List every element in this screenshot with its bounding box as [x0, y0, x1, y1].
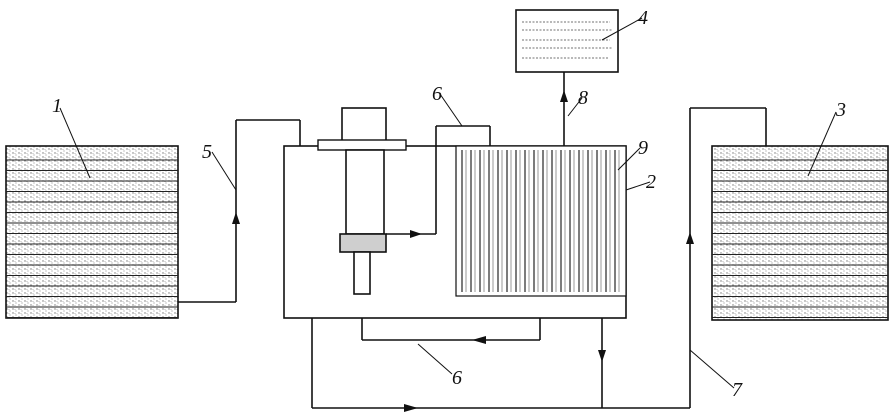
label-9: 9 — [638, 137, 648, 159]
right-tank-layers — [712, 159, 888, 318]
outlet-right-arrow — [404, 404, 418, 412]
label-4: 4 — [638, 7, 648, 29]
recirculation-arrow — [472, 336, 486, 344]
label-5: 5 — [202, 141, 212, 163]
outlet-pipe — [311, 107, 767, 412]
main-reactor-vessel — [283, 145, 627, 319]
column-outlet-arrow — [410, 230, 422, 238]
label-7: 7 — [732, 379, 743, 401]
outlet-up-arrow — [686, 232, 694, 244]
label-3: 3 — [835, 99, 846, 121]
inlet-arrow — [232, 212, 240, 224]
label-6-top: 6 — [432, 83, 442, 105]
signal-arrow — [560, 90, 568, 102]
label-1: 1 — [52, 95, 62, 117]
central-column — [317, 107, 407, 295]
leader-lines — [59, 17, 837, 389]
label-2: 2 — [646, 171, 656, 193]
left-tank-layers — [6, 159, 178, 318]
right-storage-tank — [711, 145, 889, 321]
outlet-down-arrow — [598, 350, 606, 362]
label-8: 8 — [578, 87, 588, 109]
control-box — [515, 9, 619, 73]
recirculation-loop — [361, 318, 541, 344]
inlet-pipe — [178, 119, 301, 303]
label-6-bottom: 6 — [452, 367, 462, 389]
membrane-plate-module — [461, 150, 620, 292]
left-storage-tank — [5, 145, 179, 319]
